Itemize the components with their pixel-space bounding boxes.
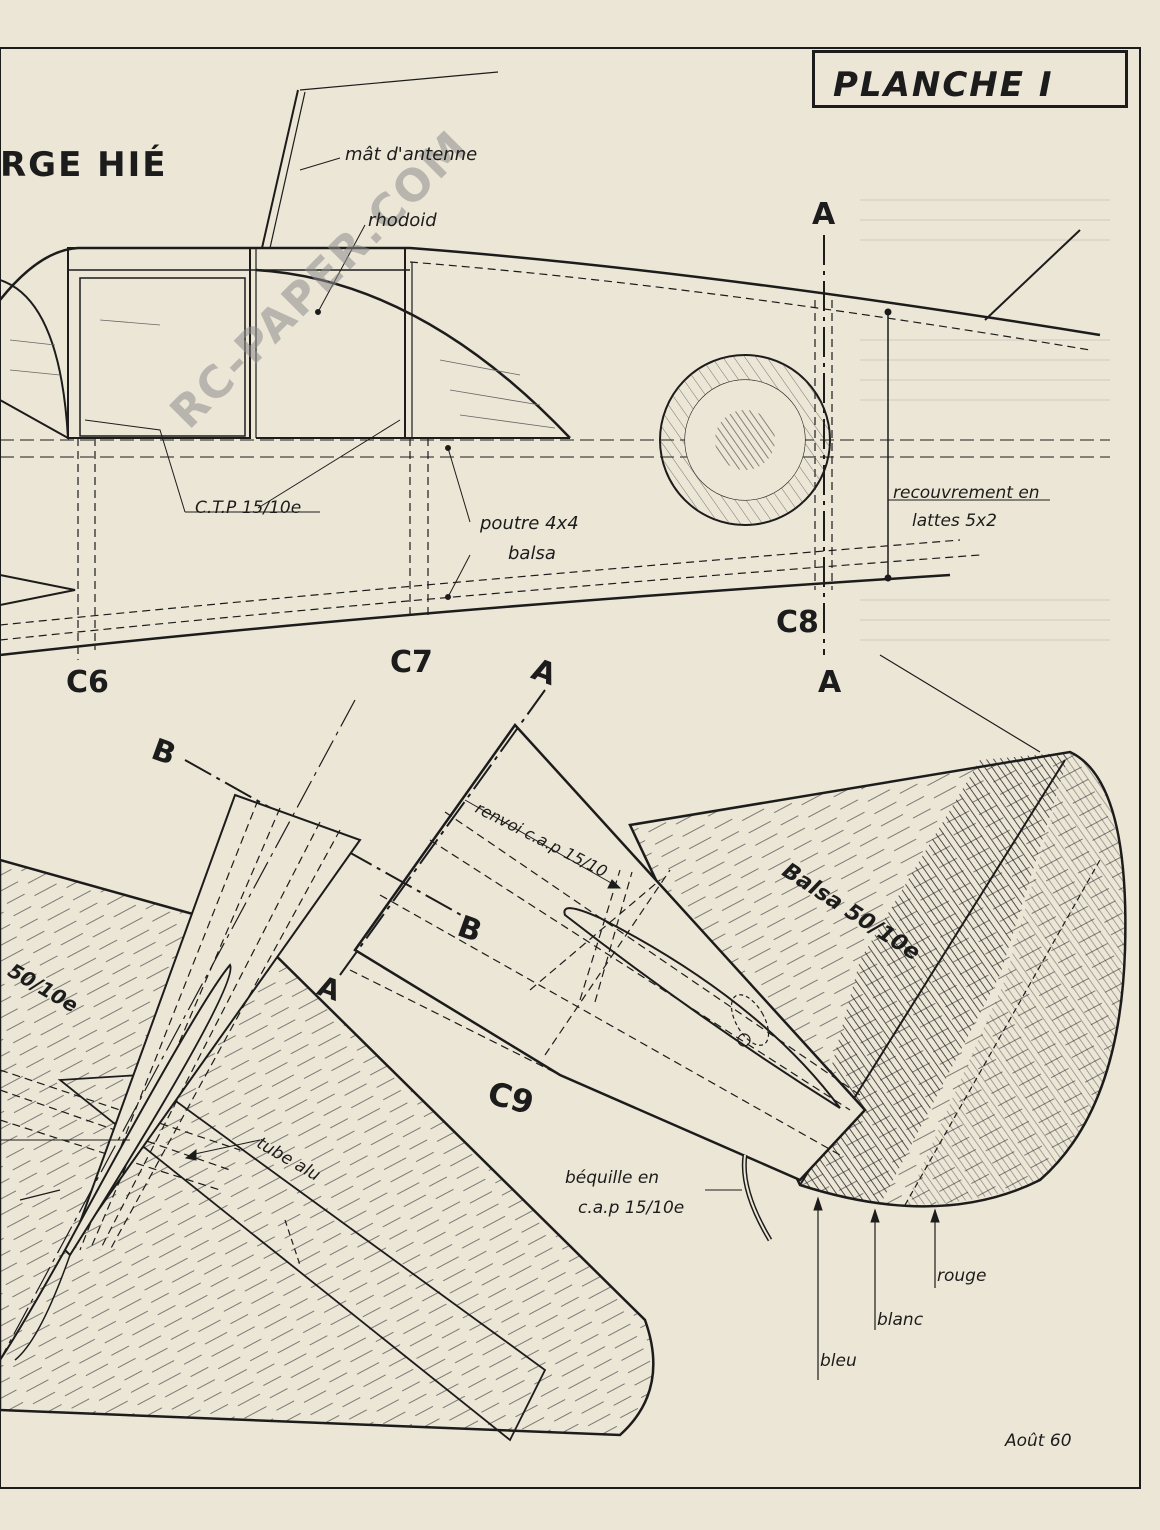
label-bequille-1: béquille en	[565, 1168, 660, 1188]
label-rhodoid: rhodoid	[368, 210, 437, 231]
header-partial: RGE HIÉ	[0, 145, 168, 185]
label-poutre-1: poutre 4x4	[480, 513, 579, 534]
title-box: PLANCHE I	[812, 50, 1128, 108]
label-bleu: bleu	[820, 1351, 857, 1371]
label-recouvrement-1: recouvrement en	[893, 483, 1040, 503]
wing-view	[0, 699, 655, 1442]
section-c9: C9	[483, 1073, 538, 1123]
label-bequille-2: c.a.p 15/10e	[578, 1198, 685, 1218]
tail-plane-view	[184, 654, 1127, 1380]
fuselage-side-view	[0, 71, 1110, 660]
label-blanc: blanc	[877, 1310, 924, 1330]
page-title: PLANCHE I	[833, 65, 1054, 105]
section-c6: C6	[66, 665, 109, 700]
section-a-top: A	[812, 197, 836, 232]
background-ghost-text	[860, 199, 1110, 641]
label-rouge: rouge	[937, 1266, 987, 1286]
page-border	[0, 47, 1141, 1489]
label-ctp: C.T.P 15/10e	[195, 498, 302, 518]
label-mat-antenne: mât d'antenne	[345, 144, 478, 165]
label-date: Août 60	[1005, 1431, 1072, 1451]
label-recouvrement-2: lattes 5x2	[912, 511, 997, 531]
label-poutre-2: balsa	[508, 543, 556, 564]
section-a-mid: A	[818, 665, 842, 700]
section-c8: C8	[776, 605, 819, 640]
section-c7: C7	[390, 645, 433, 680]
